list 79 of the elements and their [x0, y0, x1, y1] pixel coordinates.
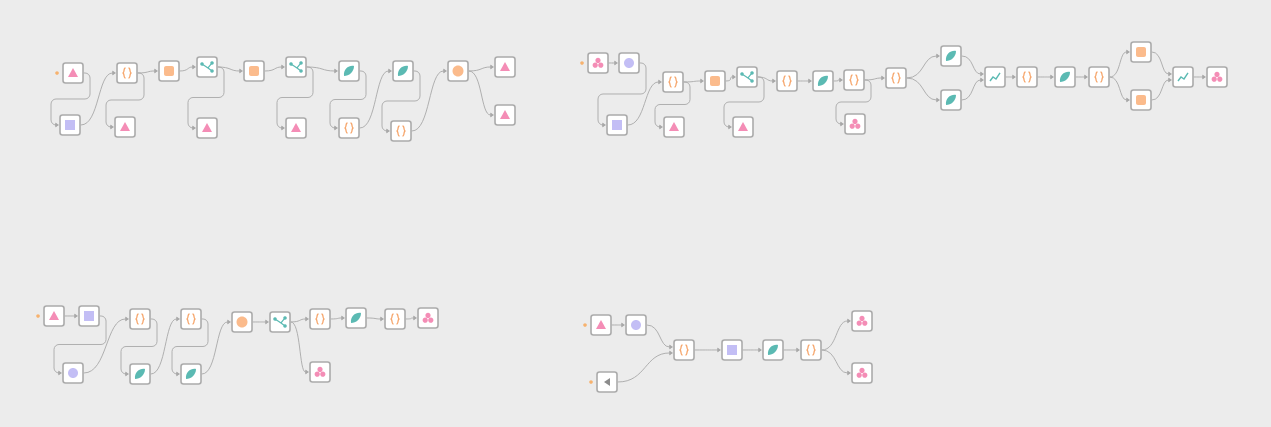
connector [1151, 77, 1172, 101]
node-box [673, 339, 695, 361]
connector [201, 319, 231, 375]
connector [821, 349, 851, 376]
connector [694, 347, 721, 353]
connector [961, 77, 984, 101]
connector [264, 64, 285, 72]
node-box [843, 69, 865, 91]
connector [783, 347, 800, 353]
connector [683, 78, 704, 84]
connector [617, 350, 673, 383]
connector [725, 74, 736, 82]
node-box [596, 371, 618, 393]
node-box [1088, 66, 1110, 88]
node-box [116, 62, 138, 84]
connector [105, 72, 145, 130]
connector [833, 77, 843, 83]
connector [821, 318, 851, 351]
connector [179, 64, 196, 72]
node-box [885, 67, 907, 89]
connector [171, 318, 209, 377]
node-box [984, 66, 1006, 88]
connector [120, 318, 158, 377]
connector [252, 319, 269, 325]
connector [137, 68, 158, 74]
node-box [390, 120, 412, 142]
connector [276, 66, 314, 131]
connector [797, 78, 812, 84]
connector [597, 62, 647, 128]
node-box [662, 71, 684, 93]
node-box [1172, 66, 1194, 88]
connector [1005, 74, 1016, 80]
connector [906, 53, 940, 79]
connector [405, 315, 417, 321]
connector [835, 79, 872, 127]
connector [80, 70, 116, 126]
connector [723, 76, 765, 130]
connector [608, 60, 618, 66]
connector [1037, 74, 1054, 80]
connector [411, 68, 447, 132]
connector [53, 315, 107, 376]
connector [646, 324, 673, 350]
node-box [338, 117, 360, 139]
connector [50, 72, 91, 128]
connector [217, 66, 243, 74]
connector [187, 66, 225, 131]
connector [654, 81, 691, 130]
node-box [384, 308, 406, 330]
connector [290, 316, 309, 323]
connector [381, 70, 421, 134]
connector [306, 66, 338, 74]
connector [329, 70, 367, 131]
node-box [129, 308, 151, 330]
connector [906, 77, 940, 103]
connector [366, 316, 384, 322]
node-box [800, 339, 822, 361]
connector [468, 64, 494, 72]
connector [1151, 51, 1172, 77]
connector [290, 321, 309, 375]
connector [757, 76, 776, 84]
connector [83, 316, 129, 374]
connector [330, 315, 345, 321]
node-box [1016, 66, 1038, 88]
node-box [776, 70, 798, 92]
connector [1193, 74, 1206, 80]
connector [864, 75, 885, 81]
connector [1109, 49, 1130, 78]
connector [1109, 76, 1130, 103]
connector [150, 316, 180, 375]
connector [64, 313, 78, 319]
connector [627, 79, 662, 126]
node-box [309, 308, 331, 330]
connector [359, 68, 392, 129]
connector [1075, 74, 1088, 80]
connector [961, 55, 984, 77]
node-box [180, 308, 202, 330]
connector [742, 347, 762, 353]
connector [611, 322, 625, 328]
connector [468, 70, 494, 118]
